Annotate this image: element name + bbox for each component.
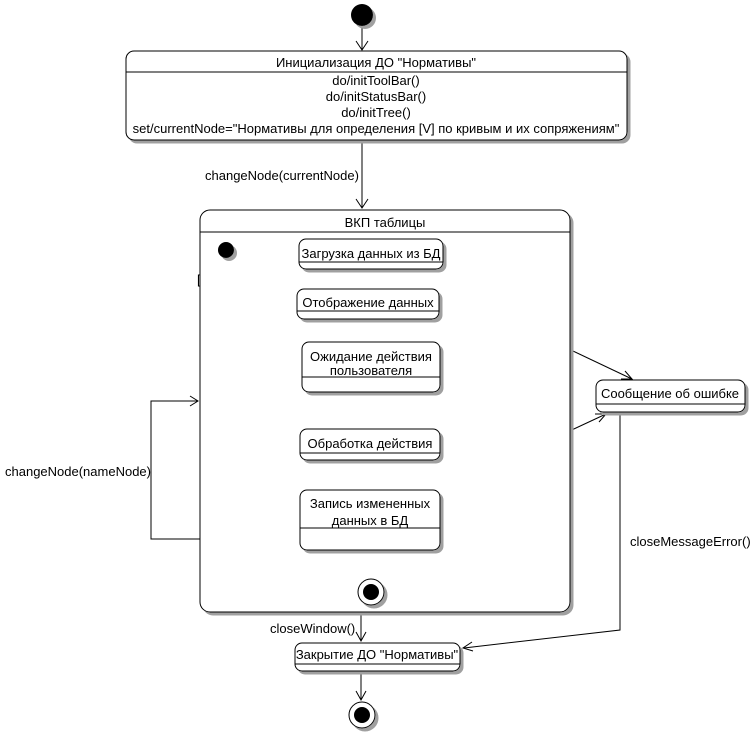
transition-label: closeWindow() — [270, 621, 355, 636]
state-box — [125, 50, 628, 141]
state-title: Отображение данных — [302, 295, 434, 310]
arrowhead — [355, 690, 367, 702]
transition-label: changeNode(currentNode) — [205, 168, 359, 183]
state-title-line: данных в БД — [332, 513, 409, 528]
state-title: ВКП таблицы — [345, 215, 426, 230]
transition-start-to-init — [355, 27, 369, 51]
arrowhead — [189, 395, 199, 407]
transition-init-to-vkp: changeNode(currentNode) — [205, 140, 369, 209]
state-title: Сообщение об ошибке — [601, 386, 739, 401]
state-save[interactable]: Запись измененных данных в БД — [299, 489, 441, 551]
transition-label: changeNode(nameNode) — [5, 464, 151, 479]
state-process[interactable]: Обработка действия — [299, 428, 441, 461]
transition-vkp-self-loop: changeNode(nameNode) — [5, 395, 200, 540]
state-box — [299, 428, 441, 461]
arrowhead — [355, 631, 367, 643]
initial-state-top[interactable] — [351, 4, 373, 26]
transition-vkp-to-close: closeWindow() — [270, 612, 367, 643]
state-action: set/currentNode="Нормативы для определен… — [133, 121, 620, 136]
final-state-inner-icon — [363, 584, 379, 600]
initial-state-vkp[interactable] — [218, 242, 234, 258]
initial-state-icon — [351, 4, 373, 26]
state-box — [301, 341, 441, 393]
state-title-line: Запись измененных — [310, 496, 431, 511]
state-title: Закрытие ДО "Нормативы" — [296, 647, 459, 662]
final-state-bottom[interactable] — [348, 701, 376, 729]
arrowhead — [355, 198, 369, 209]
state-wait[interactable]: Ожидание действия пользователя — [301, 341, 441, 393]
initial-state-icon — [218, 242, 234, 258]
state-init[interactable]: Инициализация ДО "Нормативы" do/initTool… — [125, 50, 628, 141]
state-title-line: Ожидание действия — [310, 349, 432, 364]
final-state-vkp[interactable] — [357, 578, 385, 606]
arrowhead — [621, 370, 634, 380]
state-close[interactable]: Закрытие ДО "Нормативы" — [294, 642, 461, 672]
state-title: Инициализация ДО "Нормативы" — [276, 55, 476, 70]
state-title: Обработка действия — [308, 436, 433, 451]
state-action: do/initToolBar() — [332, 73, 419, 88]
transition-error-to-close: closeMessageError() — [461, 412, 750, 652]
arrowhead — [355, 40, 369, 51]
state-box — [199, 209, 571, 613]
transition-line — [463, 412, 621, 649]
arrowhead — [461, 641, 474, 652]
transition-label: closeMessageError() — [630, 534, 750, 549]
state-title-line: пользователя — [330, 363, 412, 378]
transition-line — [150, 400, 200, 540]
state-error[interactable]: Сообщение об ошибке — [595, 379, 746, 413]
state-load[interactable]: Загрузка данных из БД — [298, 238, 444, 270]
state-action: do/initTree() — [341, 105, 411, 120]
state-box — [299, 489, 441, 551]
transition-close-to-final — [355, 671, 367, 702]
arrowhead — [595, 413, 608, 423]
state-action: do/initStatusBar() — [326, 89, 426, 104]
state-title: Загрузка данных из БД — [302, 246, 441, 261]
state-display[interactable]: Отображение данных — [296, 288, 440, 320]
state-vkp[interactable]: ВКП таблицы — [199, 209, 571, 613]
final-state-inner-icon — [354, 707, 370, 723]
states-layer: Инициализация ДО "Нормативы" do/initTool… — [125, 4, 746, 729]
